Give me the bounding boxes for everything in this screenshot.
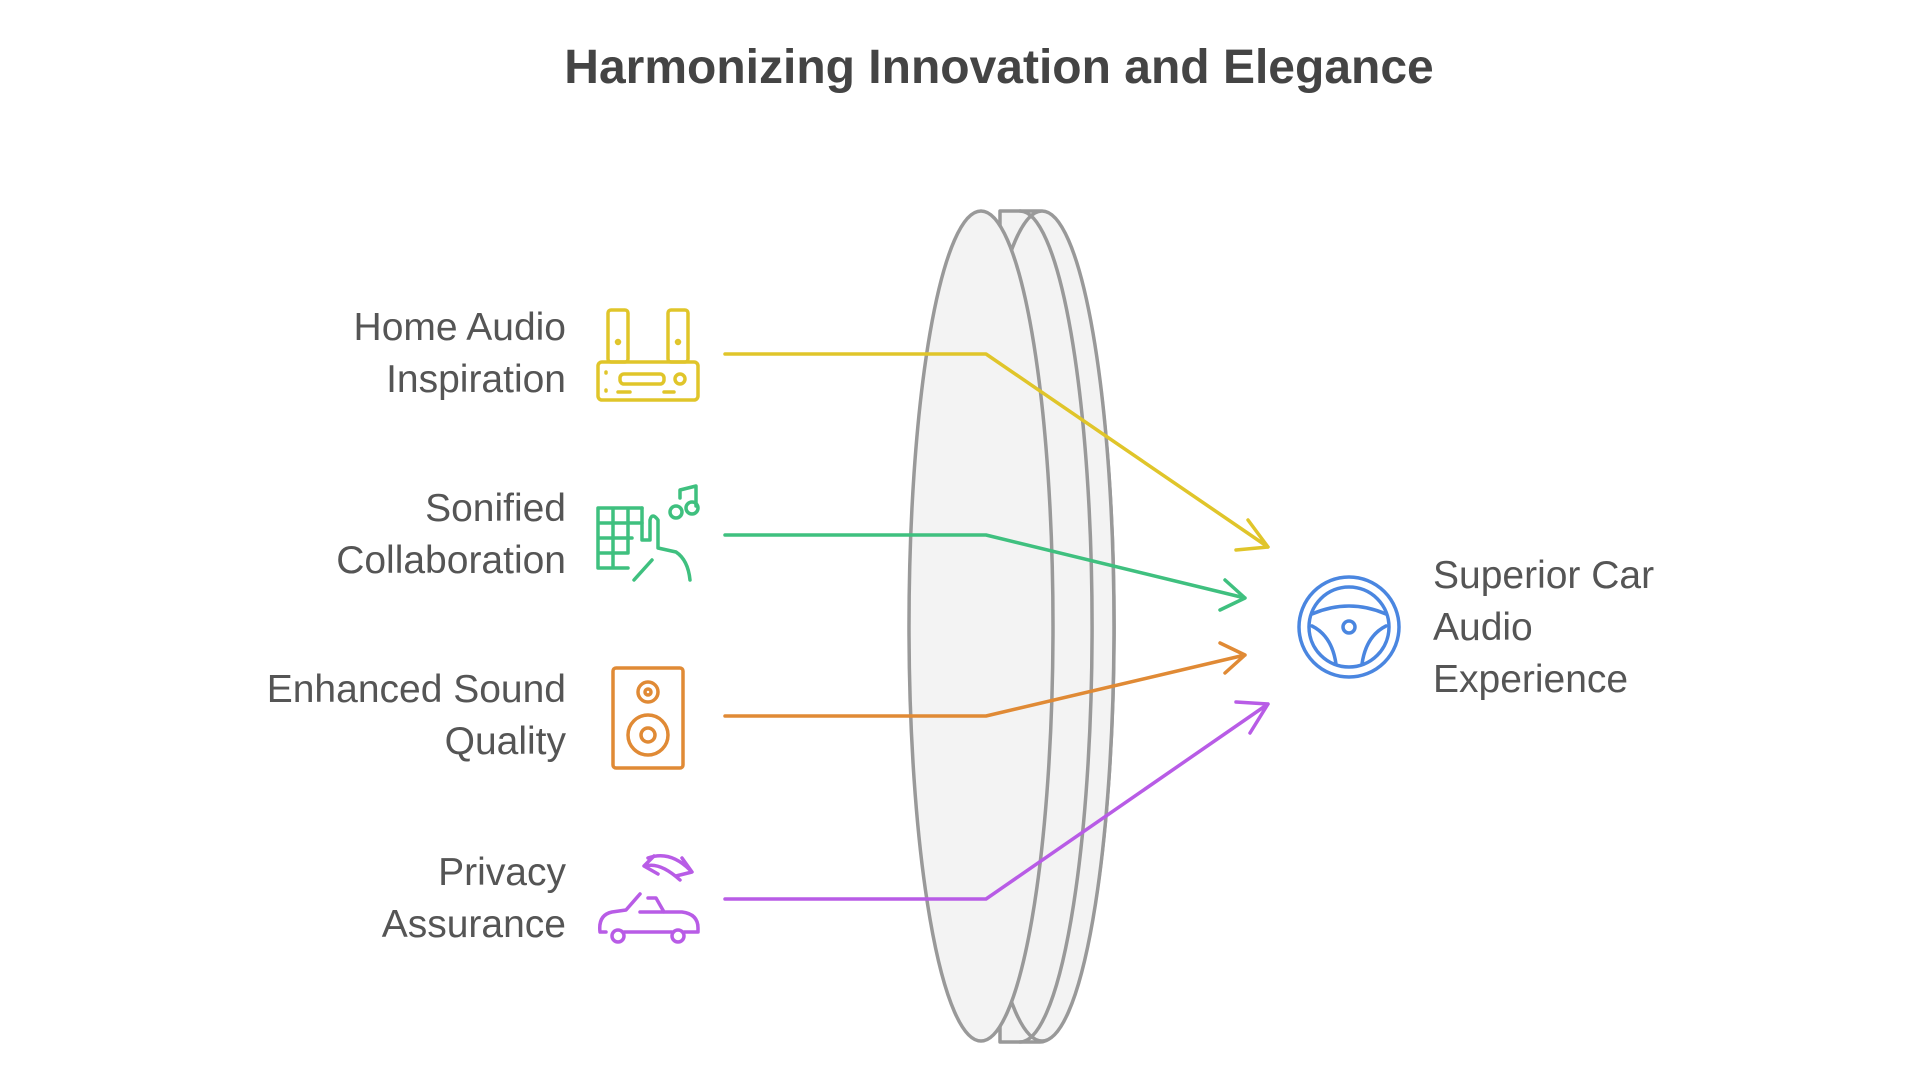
output-line: Audio bbox=[1433, 606, 1533, 649]
steering-wheel-icon bbox=[1297, 575, 1401, 679]
output-line: Experience bbox=[1433, 658, 1629, 701]
label-line: Sonified bbox=[425, 487, 566, 530]
label-line: Enhanced Sound bbox=[266, 668, 566, 711]
label-line: Inspiration bbox=[386, 358, 566, 401]
stereo-system-icon bbox=[596, 308, 700, 402]
lens bbox=[907, 209, 1116, 1044]
speaker-icon bbox=[611, 666, 685, 770]
label-line: Collaboration bbox=[336, 539, 566, 582]
connector-sonified bbox=[723, 533, 1247, 612]
car-exchange-icon bbox=[598, 854, 700, 944]
label-line: Privacy bbox=[438, 851, 566, 894]
label-line: Quality bbox=[444, 720, 566, 763]
music-grid-hand-icon bbox=[596, 484, 700, 582]
label-line: Home Audio bbox=[353, 306, 566, 349]
diagram-title: Harmonizing Innovation and Elegance bbox=[564, 41, 1434, 94]
label-line: Assurance bbox=[381, 903, 566, 946]
connector-privacy bbox=[723, 700, 1270, 901]
connector-home-audio bbox=[723, 352, 1270, 552]
connector-enhanced-sound bbox=[723, 641, 1247, 718]
output-label: Superior Car Audio Experience bbox=[1433, 550, 1654, 706]
output-line: Superior Car bbox=[1433, 554, 1655, 597]
